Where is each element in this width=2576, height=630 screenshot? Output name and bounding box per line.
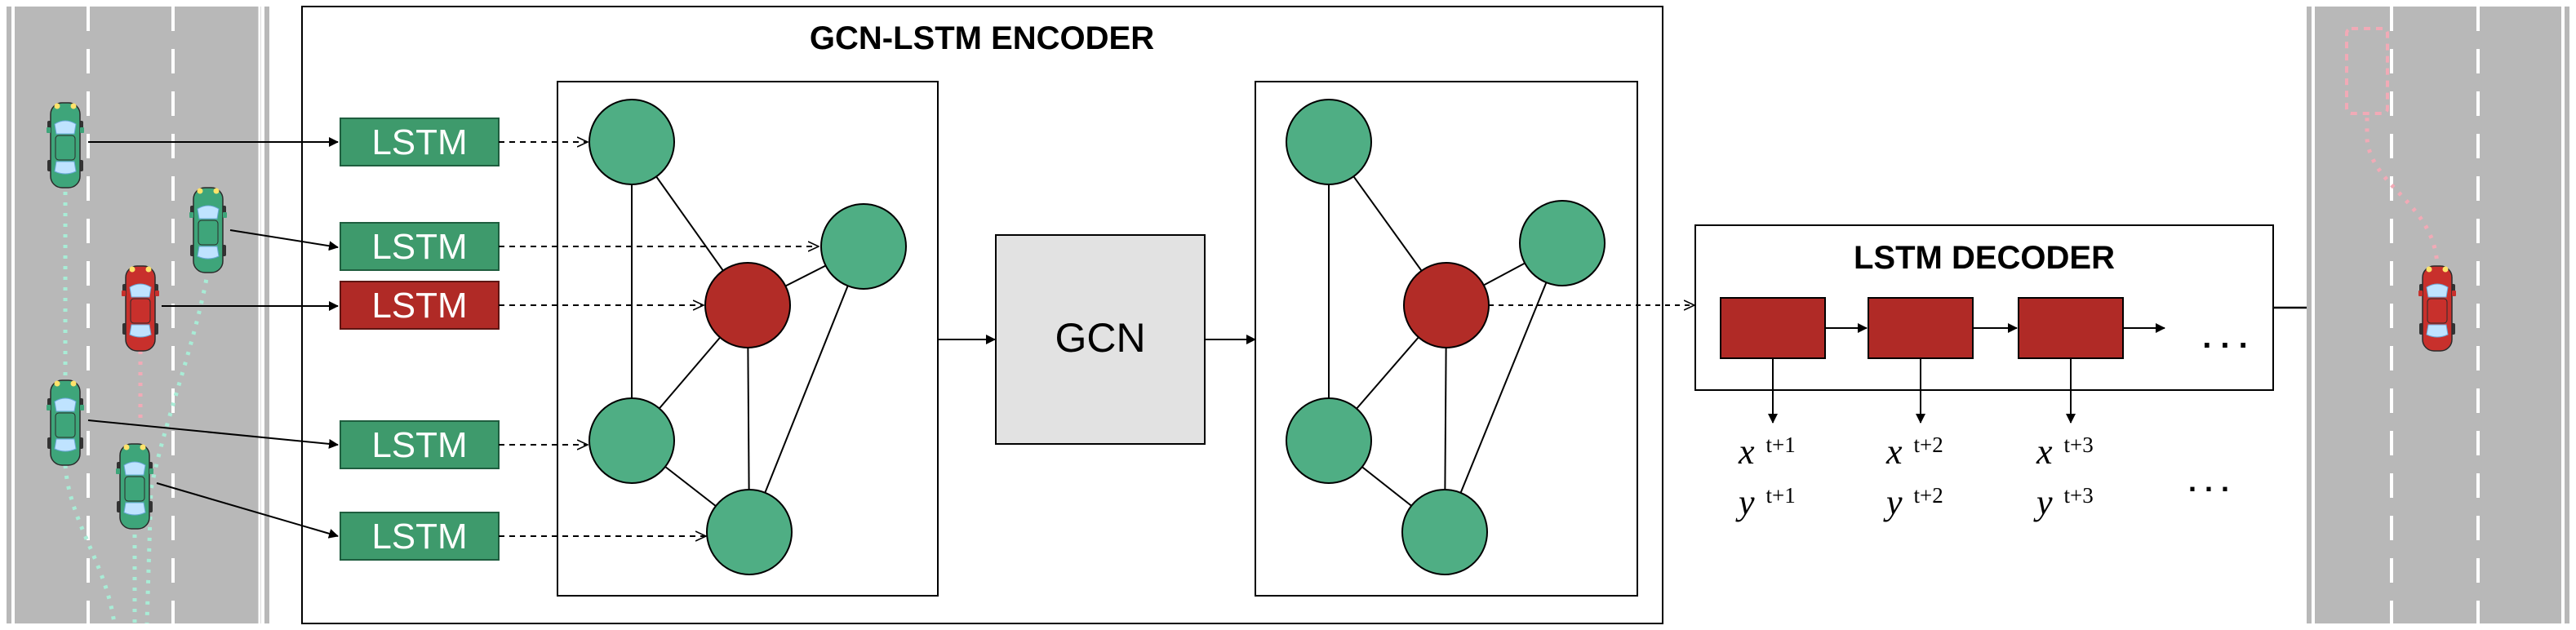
target-graph-node bbox=[1403, 262, 1490, 348]
encoder-title: GCN-LSTM ENCODER bbox=[810, 20, 1154, 56]
lstm-block: LSTM bbox=[340, 420, 500, 469]
svg-text:xt+3: xt+3 bbox=[2036, 432, 2094, 472]
input-arrow bbox=[156, 482, 339, 539]
output-ellipsis: . . . bbox=[2188, 464, 2229, 498]
svg-text:yt+3: yt+3 bbox=[2033, 482, 2094, 522]
svg-text:yt+2: yt+2 bbox=[1883, 482, 1943, 522]
car-icon bbox=[47, 379, 84, 466]
lstm-block-target: LSTM bbox=[340, 281, 500, 330]
lstm-block-label: LSTM bbox=[371, 286, 467, 326]
lstm-block: LSTM bbox=[340, 512, 500, 561]
car-icon bbox=[47, 102, 84, 189]
svg-text:xt+2: xt+2 bbox=[1885, 432, 1943, 472]
target-graph-node bbox=[704, 262, 791, 348]
encoder-panel: GCN-LSTM ENCODER LSTM LSTM LSTM LSTM LST… bbox=[87, 6, 1694, 624]
graph-node bbox=[588, 397, 675, 484]
target-car-icon bbox=[122, 265, 159, 352]
lstm-block-label: LSTM bbox=[371, 122, 467, 162]
svg-text:yt+1: yt+1 bbox=[1735, 482, 1796, 522]
graph-node bbox=[1401, 489, 1488, 575]
graph-node bbox=[588, 99, 675, 185]
predicted-position-marker bbox=[2345, 27, 2389, 115]
lstm-block: LSTM bbox=[340, 118, 500, 166]
graph-node bbox=[706, 489, 793, 575]
lstm-block-label: LSTM bbox=[371, 517, 467, 557]
decoder-ellipsis: . . . bbox=[2202, 319, 2248, 355]
graph-node bbox=[1286, 99, 1372, 185]
lstm-block: LSTM bbox=[340, 222, 500, 271]
car-icon bbox=[116, 443, 153, 530]
graph-node bbox=[1286, 397, 1372, 484]
output-road-scene bbox=[2307, 7, 2569, 623]
decoder-title: LSTM DECODER bbox=[1854, 240, 2115, 276]
car-icon bbox=[189, 187, 227, 273]
input-arrow bbox=[229, 229, 339, 251]
lstm-block-label: LSTM bbox=[371, 425, 467, 465]
decoder-cell bbox=[1720, 297, 1826, 359]
input-arrow bbox=[87, 419, 339, 449]
gcn-block bbox=[995, 234, 1206, 445]
lstm-block-label: LSTM bbox=[371, 227, 467, 267]
gcn-block-label: GCN bbox=[1055, 315, 1145, 361]
target-car-icon bbox=[2418, 265, 2456, 352]
graph-node bbox=[820, 203, 907, 290]
predicted-trajectory bbox=[2365, 114, 2440, 270]
input-road-scene bbox=[7, 7, 269, 624]
svg-text:xt+1: xt+1 bbox=[1738, 432, 1796, 472]
decoder-cell bbox=[2018, 297, 2124, 359]
graph-node bbox=[1519, 200, 1606, 286]
decoder-cell bbox=[1868, 297, 1974, 359]
